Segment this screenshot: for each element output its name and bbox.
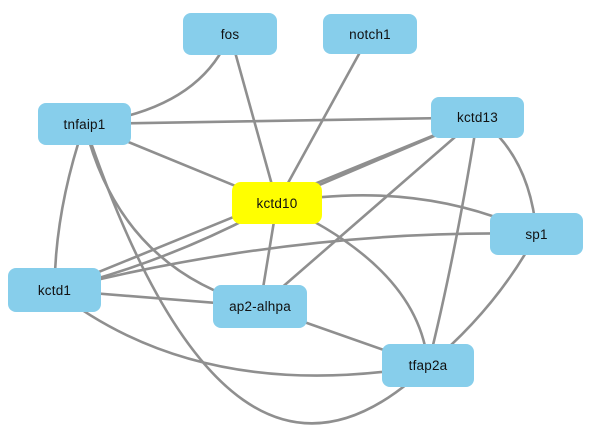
node-kctd10[interactable]: kctd10 [232, 182, 322, 224]
node-label-fos: fos [220, 26, 240, 42]
node-label-tfap2a: tfap2a [408, 358, 448, 373]
node-label-kctd1: kctd1 [37, 282, 72, 298]
node-sp1[interactable]: sp1 [490, 213, 583, 255]
node-notch1[interactable]: notch1 [323, 14, 417, 54]
edge-tnfaip1-tfap2a [83, 122, 430, 425]
node-fos[interactable]: fos [183, 13, 277, 55]
edge-kctd13-ap2alhpa [258, 116, 479, 308]
edge-tnfaip1-kctd1 [53, 122, 86, 292]
edge-fos-kctd10 [228, 32, 279, 205]
node-label-tnfaip1: tnfaip1 [63, 116, 106, 132]
edge-tnfaip1-kctd13 [83, 116, 479, 126]
node-label-kctd10: kctd10 [256, 195, 298, 211]
node-tfap2a[interactable]: tfap2a [382, 344, 474, 387]
node-tnfaip1[interactable]: tnfaip1 [38, 103, 131, 145]
node-label-ap2alhpa: ap2-alhpa [229, 299, 291, 314]
edge-notch1-kctd10 [275, 32, 372, 205]
node-kctd13[interactable]: kctd13 [431, 97, 524, 138]
edge-kctd1-sp1 [53, 232, 538, 292]
node-label-notch1: notch1 [349, 26, 391, 42]
edge-kctd13-tfap2a [426, 116, 479, 367]
edge-kctd1-tfap2a [53, 288, 430, 377]
node-ap2alhpa[interactable]: ap2-alhpa [213, 285, 307, 328]
node-kctd1[interactable]: kctd1 [8, 268, 101, 312]
node-label-kctd13: kctd13 [457, 110, 498, 125]
node-label-sp1: sp1 [525, 226, 548, 242]
